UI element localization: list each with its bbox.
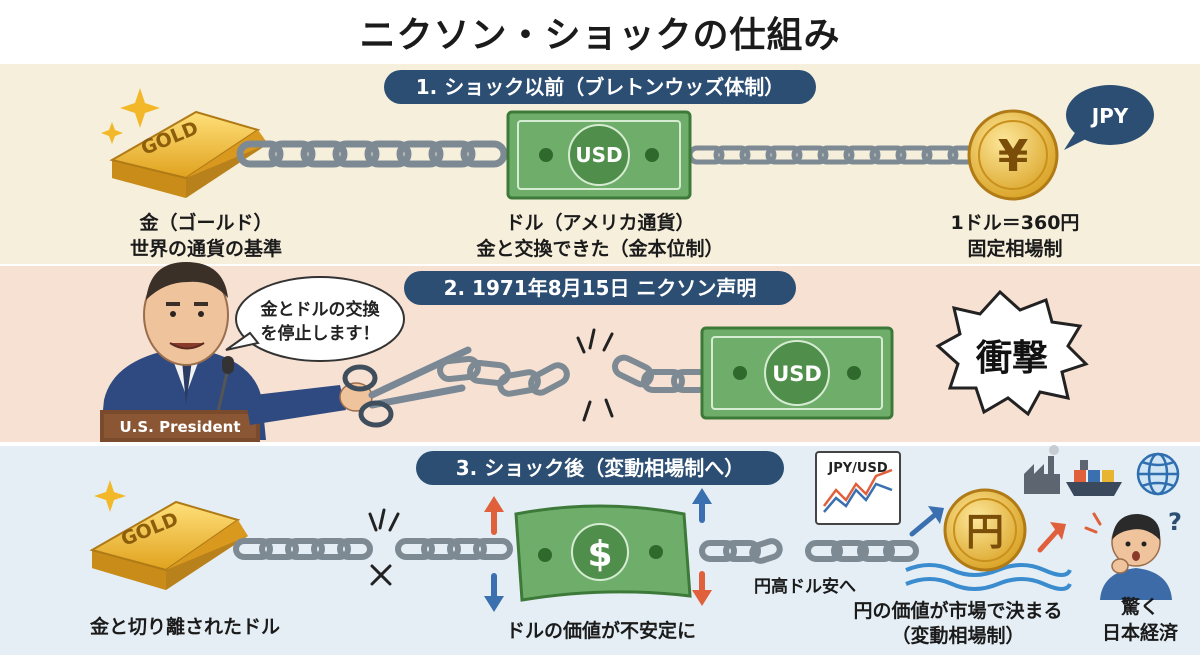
chart-label: JPY/USD — [827, 461, 887, 476]
break-mark-icon — [576, 328, 614, 422]
yen-label-2: 固定相場制 — [967, 238, 1063, 260]
yen-label-1: 1ドル＝360円 — [950, 212, 1080, 234]
gold-label-1: 金（ゴールド） — [139, 212, 273, 234]
gold-caption: 金と切り離されたドル — [89, 616, 280, 638]
volatility-arrows — [484, 488, 712, 612]
dollar-label-1: ドル（アメリカ通貨） — [505, 212, 695, 234]
yen-caption-2: （変動相場制） — [891, 625, 1025, 647]
jpy-text: JPY — [1090, 104, 1129, 128]
yen-trend-caption: 円高ドル安へ — [754, 577, 856, 597]
japan-caption-2: 日本経済 — [1101, 622, 1178, 644]
yen-coin-waves: 円 — [905, 488, 1072, 591]
chain-usd-yen — [687, 145, 983, 165]
sparkle-icon-2 — [94, 480, 126, 512]
rise-arrows — [909, 506, 1066, 553]
japan-caption-1: 驚く — [1120, 596, 1159, 618]
shock-text: 衝撃 — [975, 338, 1048, 379]
question-mark-icon: ? — [1168, 508, 1182, 536]
speech-line-1: 金とドルの交換 — [260, 299, 381, 320]
factory-icon — [1024, 445, 1060, 494]
dollar-label-2: 金と交換できた（金本位制） — [476, 238, 724, 260]
trend-chart: JPY/USD — [815, 451, 901, 525]
scissors-icon — [342, 346, 472, 428]
usd-text: USD — [575, 143, 622, 167]
section3-heading: 3. ショック後（変動相場制へ） — [416, 451, 784, 485]
chain-left-cut — [233, 538, 513, 560]
shock-burst: 衝撃 — [935, 289, 1089, 417]
chain-right-cut — [699, 538, 919, 564]
speech-line-2: を停止します！ — [261, 323, 380, 344]
sparkle-icon — [101, 88, 160, 144]
cut-mark-icon — [368, 508, 400, 586]
dollar-caption: ドルの価値が不安定に — [505, 620, 696, 642]
microphone-icon — [216, 356, 234, 413]
dollar-symbol: $ — [587, 534, 612, 575]
page-title: ニクソン・ショックの仕組み — [359, 15, 841, 56]
gold-bar-icon: GOLD — [109, 110, 268, 198]
floating-dollar-icon: $ — [514, 504, 692, 602]
podium-label: U.S. President — [120, 418, 241, 436]
surprised-person-icon: ? — [1084, 508, 1182, 600]
yen-symbol-2: 円 — [966, 510, 1004, 554]
section1-heading: 1. ショック以前（ブレトンウッズ体制） — [384, 70, 816, 104]
ship-icon — [1066, 460, 1122, 496]
yen-caption-1: 円の価値が市場で決まる — [853, 600, 1063, 622]
dollar-bill-icon: USD — [506, 110, 692, 200]
dollar-bill-icon-2: USD — [700, 326, 894, 420]
gold-label-2: 世界の通貨の基準 — [129, 238, 282, 260]
yen-coin-icon: ¥ — [967, 109, 1059, 201]
yen-symbol: ¥ — [998, 131, 1029, 182]
gold-bar-icon-2: GOLD — [89, 500, 248, 590]
broken-chain — [437, 354, 711, 397]
globe-icon — [1136, 452, 1180, 496]
speech-bubble: 金とドルの交換 を停止します！ — [225, 276, 405, 362]
jpy-speech-bubble: JPY — [1064, 85, 1154, 150]
podium: U.S. President — [100, 410, 260, 442]
chain-gold-usd — [236, 140, 508, 168]
usd-text-2: USD — [772, 362, 822, 386]
section2-heading: 2. 1971年8月15日 ニクソン声明 — [404, 271, 796, 305]
